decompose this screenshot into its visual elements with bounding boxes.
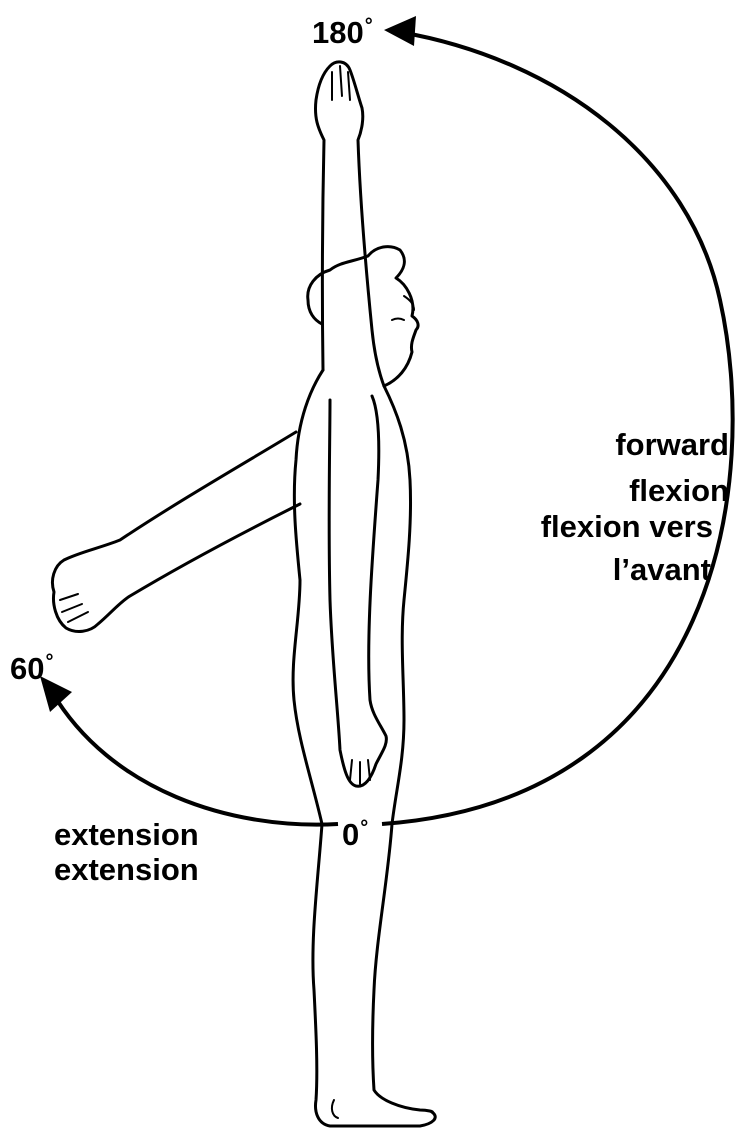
forward-flexion-label-line3: flexion vers — [541, 510, 713, 543]
torso-back — [293, 370, 323, 824]
torso-front — [384, 386, 411, 824]
leg-front — [373, 824, 433, 1112]
side-arm — [329, 396, 386, 786]
angle-180-label: 180° — [312, 10, 373, 49]
angle-60-value: 60 — [10, 651, 44, 686]
human-figure — [52, 62, 435, 1126]
degree-symbol: ° — [360, 817, 368, 839]
extension-label-english: extension — [54, 818, 199, 851]
angle-0-label: 0° — [340, 812, 370, 851]
angle-0-value: 0 — [342, 817, 359, 852]
degree-symbol: ° — [45, 651, 53, 673]
forward-flexion-arrowhead — [384, 16, 416, 46]
extended-arm — [52, 432, 300, 631]
angle-180-value: 180 — [312, 15, 364, 50]
angle-60-label: 60° — [10, 646, 53, 685]
forward-flexion-label-line4: l’avant — [613, 553, 711, 586]
forward-flexion-label-line2: flexion — [629, 474, 729, 507]
raised-arm — [315, 62, 384, 386]
extension-label-french: extension — [54, 853, 199, 886]
degree-symbol: ° — [365, 15, 373, 37]
forward-flexion-label-line1: forward — [615, 428, 729, 461]
